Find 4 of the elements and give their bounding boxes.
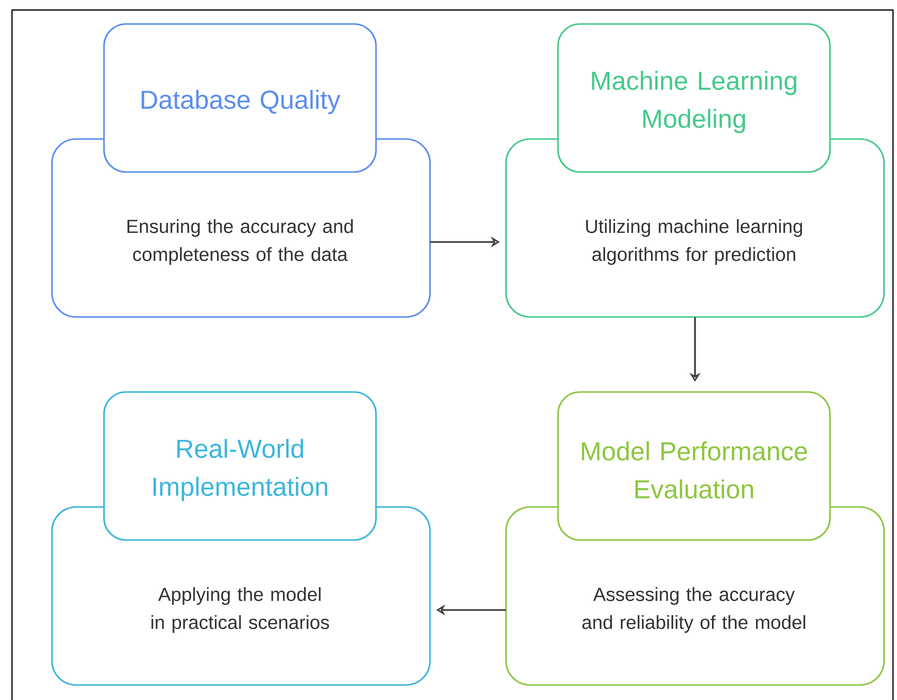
heading-text: Database Quality	[142, 90, 340, 114]
heading-text: Model Performance Evaluation	[582, 441, 807, 499]
heading-text: Machine Learning Modeling	[592, 70, 796, 134]
heading-text: Real-World Implementation	[154, 438, 328, 502]
